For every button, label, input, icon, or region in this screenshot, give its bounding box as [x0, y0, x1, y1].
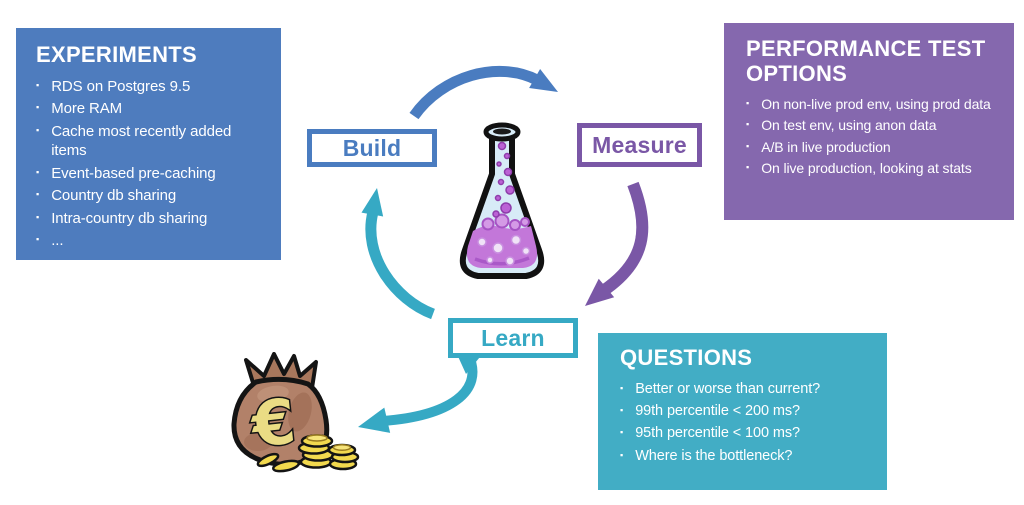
flask-icon [459, 122, 545, 279]
bullet-text: On test env, using anon data [761, 117, 937, 134]
experiments-box: EXPERIMENTS ▪ RDS on Postgres 9.5 ▪ More RA… [16, 28, 281, 260]
performance-list: ▪ On non-live prod env, using prod data ▪ O… [746, 95, 996, 177]
measure-label: Measure [592, 131, 687, 158]
bullet-item: ▪ On live production, looking at stats [746, 159, 996, 177]
bullet-icon: ▪ [36, 211, 40, 222]
experiments-list: ▪ RDS on Postgres 9.5 ▪ More RAM ▪ Cache most… [36, 77, 269, 251]
bullet-text: Intra-country db sharing [51, 209, 208, 227]
bullet-item: ▪ RDS on Postgres 9.5 [36, 77, 269, 97]
bullet-text: A/B in live production [761, 138, 891, 155]
bullet-icon: ▪ [746, 140, 750, 151]
learn-label: Learn [481, 324, 545, 351]
bullet-item: ▪ Event-based pre-caching [36, 164, 269, 184]
bullet-text: Where is the bottleneck? [635, 447, 793, 464]
build-label: Build [342, 134, 402, 161]
bullet-item: ▪ Intra-country db sharing [36, 209, 269, 229]
learn-to-build-arrow [361, 188, 436, 320]
bullet-text: 95th percentile < 100 ms? [635, 425, 800, 442]
performance-test-options-box: PERFORMANCE TEST OPTIONS ▪ On non-live pr… [724, 23, 1014, 220]
bullet-text: Better or worse than current? [635, 380, 821, 397]
bullet-text: Cache most recently added items [51, 122, 232, 160]
learn-label-box: Learn [448, 318, 578, 358]
money-bag-icon: € [231, 352, 360, 473]
bullet-item: ▪ 95th percentile < 100 ms? [620, 424, 873, 443]
questions-list: ▪ Better or worse than current? ▪ 99th perc… [620, 380, 873, 467]
bullet-text: Country db sharing [51, 187, 177, 205]
bullet-text: More RAM [51, 100, 123, 118]
questions-box: QUESTIONS ▪ Better or worse than current?… [598, 333, 887, 490]
bullet-icon: ▪ [620, 405, 624, 416]
bullet-item: ▪ 99th percentile < 200 ms? [620, 402, 873, 421]
bullet-icon: ▪ [36, 166, 40, 177]
bullet-icon: ▪ [36, 234, 40, 245]
build-to-measure-arrow [409, 65, 558, 120]
build-label-box: Build [307, 129, 437, 167]
bullet-icon: ▪ [746, 119, 750, 130]
bullet-item: ▪... [36, 231, 269, 251]
experiments-title: EXPERIMENTS [36, 42, 197, 67]
measure-label-box: Measure [577, 123, 702, 167]
bullet-icon: ▪ [36, 124, 40, 135]
bullet-item: ▪ A/B in live production [746, 138, 996, 156]
bullet-icon: ▪ [620, 382, 624, 393]
bullet-item: ▪ Where is the bottleneck? [620, 447, 873, 466]
bullet-icon: ▪ [746, 161, 750, 172]
bullet-text: RDS on Postgres 9.5 [51, 77, 191, 95]
bullet-item: ▪ On non-live prod env, using prod data [746, 95, 996, 113]
bullet-item: ▪ On test env, using anon data [746, 116, 996, 134]
bullet-text: Event-based pre-caching [51, 164, 216, 182]
bullet-item: ▪ Country db sharing [36, 186, 269, 206]
bullet-item: ▪ More RAM [36, 99, 269, 119]
bullet-item: ▪ Cache most recently added items [36, 122, 269, 161]
svg-text:€: € [246, 384, 299, 461]
bullet-icon: ▪ [620, 449, 624, 460]
bullet-text: On live production, looking at stats [761, 159, 972, 176]
measure-to-learn-arrow [585, 181, 649, 306]
performance-title: PERFORMANCE TEST OPTIONS [746, 36, 986, 86]
bullet-icon: ▪ [36, 189, 40, 200]
bullet-text: ... [51, 232, 64, 250]
bullet-icon: ▪ [36, 79, 40, 90]
bullet-icon: ▪ [620, 427, 624, 438]
bullet-item: ▪ Better or worse than current? [620, 380, 873, 399]
bullet-text: On non-live prod env, using prod data [761, 96, 991, 113]
bullet-text: 99th percentile < 200 ms? [635, 403, 800, 420]
learn-to-value-arrow [358, 351, 484, 433]
bullet-icon: ▪ [746, 98, 750, 109]
questions-title: QUESTIONS [620, 345, 753, 370]
bullet-icon: ▪ [36, 102, 40, 113]
